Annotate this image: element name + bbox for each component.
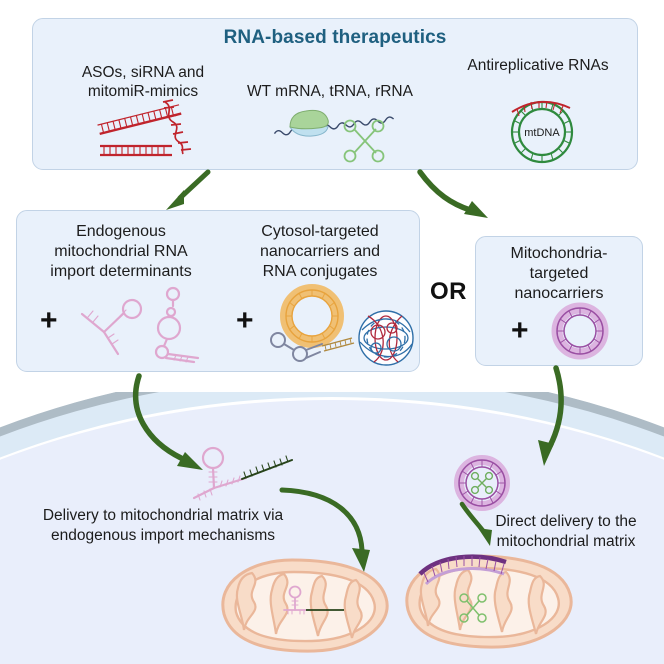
page-title: RNA-based therapeutics xyxy=(223,27,447,48)
mtdna-circle-icon: mtDNA xyxy=(510,100,574,164)
label-endogenous-import-determinants: Endogenous mitochondrial RNA import dete… xyxy=(50,223,192,280)
arrow-top-to-right-panel xyxy=(417,169,488,218)
panel-rna-based-therapeutics xyxy=(32,18,638,170)
label-cytosol-targeted-nanocarriers: Cytosol-targeted nanocarriers and RNA co… xyxy=(259,223,381,280)
label-direct-delivery: Direct delivery to the mitochondrial mat… xyxy=(495,513,637,550)
label-mitochondria-targeted-nanocarriers: Mitochondria- targeted nanocarriers xyxy=(510,245,608,302)
purple-liposome-cargo-icon xyxy=(454,455,510,511)
liposome-nanoparticle-icon xyxy=(270,284,414,366)
mrna-ribosome-icon xyxy=(273,109,395,163)
pink-trna-icon xyxy=(80,286,200,364)
plus-sign-right: + xyxy=(511,314,529,347)
duplex-rna-icon xyxy=(97,104,182,157)
right-mitochondrion xyxy=(405,554,573,649)
mtdna-inner-label: mtDNA xyxy=(524,127,560,139)
arrow-top-to-left-panel xyxy=(166,169,211,210)
arrow-to-right-mitochondrion xyxy=(459,501,492,546)
fusing-liposome-membrane xyxy=(418,554,507,586)
label-antireplicative-rnas: Antireplicative RNAs xyxy=(467,57,609,74)
arrow-left-into-cell xyxy=(132,373,203,470)
label-delivery-endogenous: Delivery to mitochondrial matrix via end… xyxy=(42,507,284,544)
or-label: OR xyxy=(430,278,467,305)
single-strand-rna-icon xyxy=(162,99,192,155)
right-mitochondrion-cargo xyxy=(459,593,487,623)
arrow-to-left-mitochondrion xyxy=(279,487,370,572)
pink-hairpin-rna-icon xyxy=(192,446,293,501)
left-mitochondrion-cargo xyxy=(283,585,307,615)
panel-cytosolic-strategies xyxy=(16,210,420,372)
purple-liposome-icon xyxy=(551,302,609,360)
plus-sign-left: + xyxy=(40,304,58,337)
left-mitochondrion xyxy=(221,558,389,653)
plus-sign-middle: + xyxy=(236,304,254,337)
label-wt-mrna: WT mRNA, tRNA, rRNA xyxy=(247,83,413,100)
arrow-right-into-cell xyxy=(538,365,564,466)
label-asos-sirna: ASOs, siRNA and mitomiR-mimics xyxy=(81,64,205,100)
